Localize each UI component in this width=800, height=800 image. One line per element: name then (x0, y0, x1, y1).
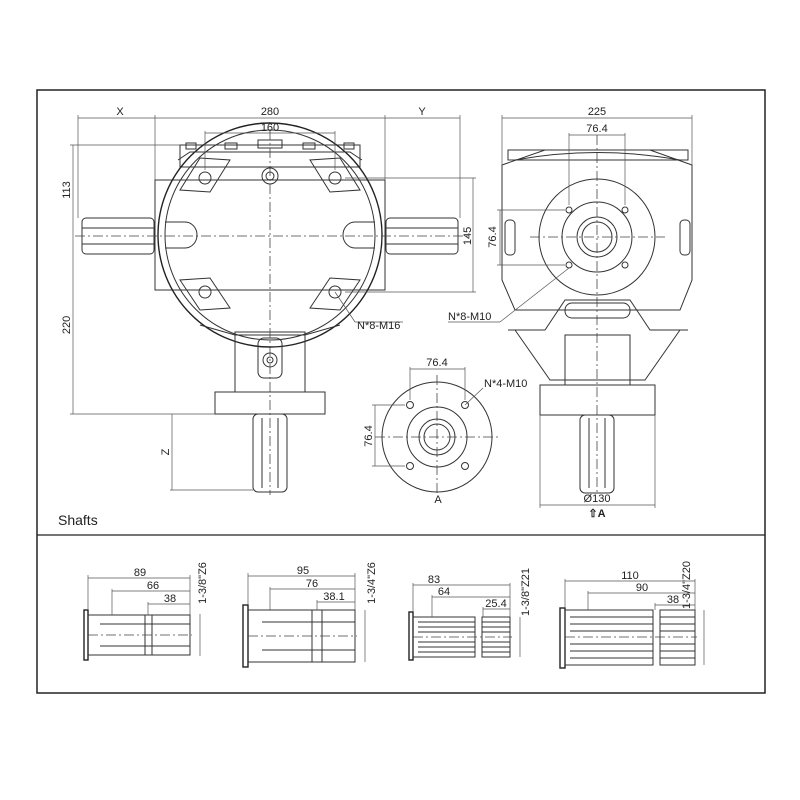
drawing-frame (36, 89, 766, 694)
view-a-arrow: ⇧A (588, 508, 605, 520)
flange-dim-76-4-h: 76.4 (426, 357, 447, 369)
dim-280: 280 (261, 106, 279, 118)
shafts-section-label: Shafts (58, 512, 98, 528)
bolt-note-m10: N*8-M10 (448, 311, 491, 323)
dim-145: 145 (462, 227, 474, 245)
bolt-note-m10-flange: N*4-M10 (484, 378, 527, 390)
flange-dim-76-4-v: 76.4 (363, 425, 375, 446)
dim-y: Y (418, 106, 426, 118)
side-view (448, 115, 693, 508)
dim-220: 220 (61, 316, 73, 334)
shaft-4 (559, 579, 705, 669)
shaft-2 (242, 573, 366, 668)
shaft-3-spec: 1-3/8"Z21 (520, 568, 532, 616)
dim-x: X (116, 106, 124, 118)
shaft-3 (408, 583, 521, 661)
shaft-2-length-38-1: 38.1 (323, 591, 344, 603)
dim-160: 160 (261, 122, 279, 134)
shaft-2-length-76: 76 (306, 578, 318, 590)
shaft-1-length-38: 38 (164, 593, 176, 605)
shaft-1-length-66: 66 (147, 580, 159, 592)
bolt-note-m16: N*8-M16 (357, 320, 400, 332)
shaft-4-length-90: 90 (636, 582, 648, 594)
shaft-4-spec: 1-3/4"Z20 (681, 561, 693, 609)
shaft-1-length-89: 89 (134, 567, 146, 579)
front-view (70, 115, 476, 495)
dim-225: 225 (588, 106, 606, 118)
shaft-1-spec: 1-3/8"Z6 (197, 562, 209, 604)
shaft-2-spec: 1-3/4"Z6 (366, 562, 378, 604)
dim-z: Z (160, 448, 172, 455)
shaft-1 (83, 575, 201, 661)
dim-diameter-130: Ø130 (584, 493, 611, 505)
dim-113: 113 (61, 181, 73, 199)
flange-view (372, 367, 500, 495)
view-a-label: A (434, 494, 442, 506)
shaft-3-length-25-4: 25.4 (485, 598, 506, 610)
dim-76-4-side: 76.4 (487, 226, 499, 247)
shaft-4-length-38: 38 (667, 594, 679, 606)
shaft-3-length-83: 83 (428, 574, 440, 586)
dim-76-4-top: 76.4 (586, 123, 607, 135)
shaft-3-length-64: 64 (438, 586, 450, 598)
shaft-2-length-95: 95 (297, 565, 309, 577)
shaft-4-length-110: 110 (621, 570, 639, 582)
